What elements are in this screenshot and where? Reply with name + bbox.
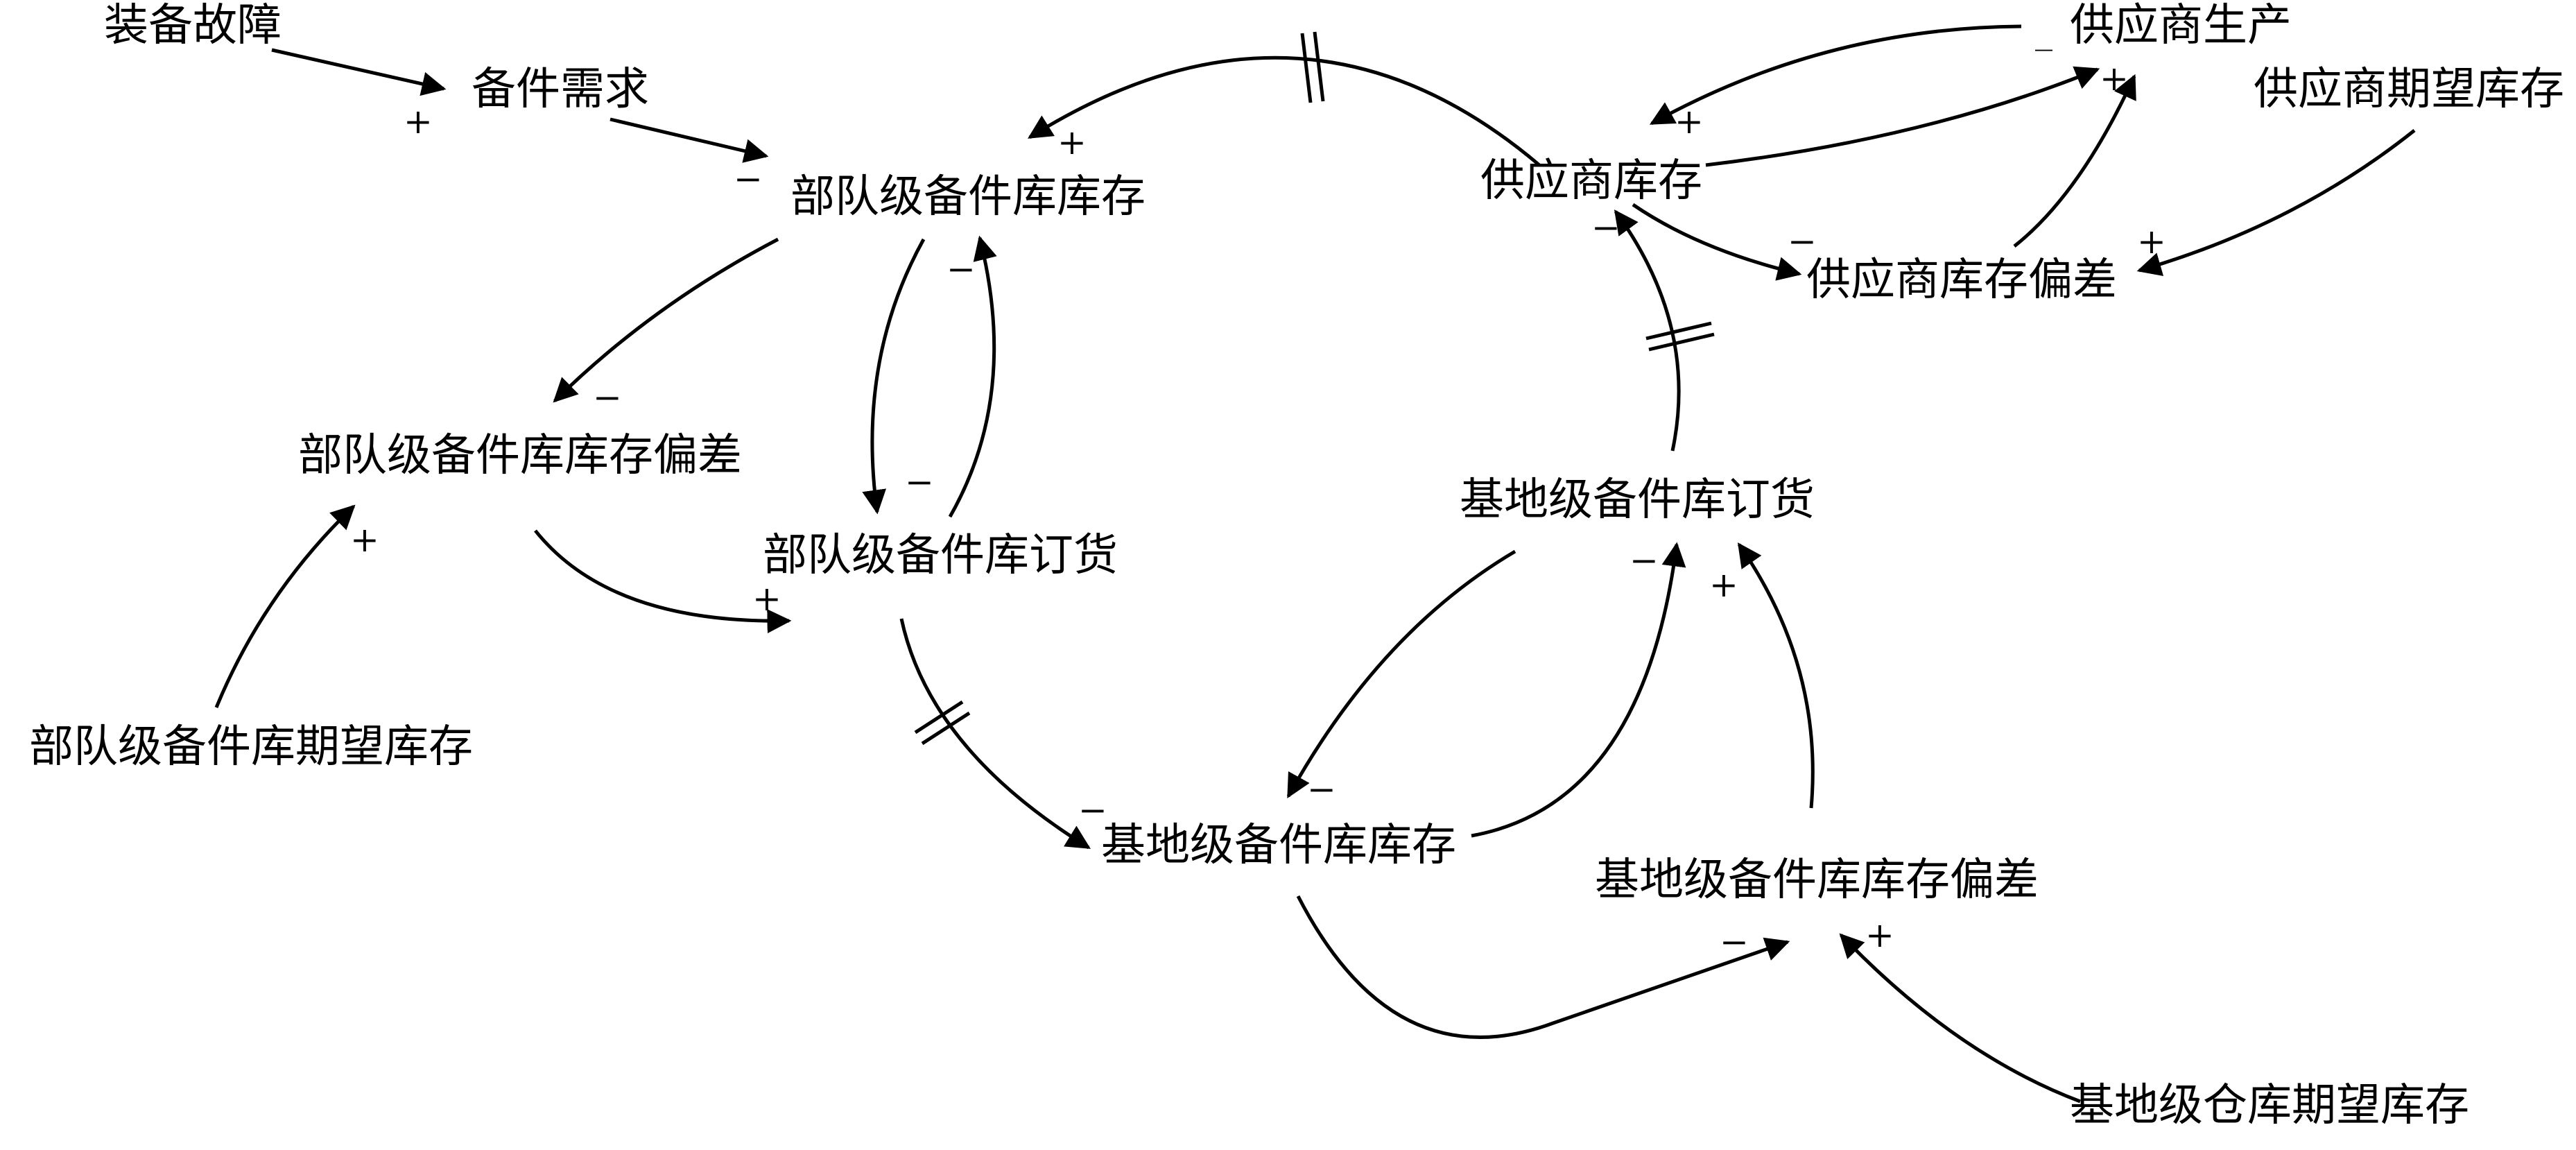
- sign-base-order-to-supplier-inventory: −: [1591, 207, 1620, 248]
- link-base-gap-to-base-order: [1737, 542, 1815, 809]
- link-base-desired-to-base-gap: [1839, 933, 2081, 1104]
- link-unit-inventory-to-unit-order: [862, 238, 926, 515]
- delay-marks: [914, 31, 1715, 746]
- delay-mark-unit-order-to-base: [914, 700, 971, 746]
- node-base-inventory-gap: 基地级备件库库存偏差: [1595, 855, 2039, 906]
- link-unit-inventory-to-unit-gap: [553, 237, 779, 403]
- node-supplier-desired-inventory: 供应商期望库存: [2254, 64, 2564, 115]
- sign-supplier-desired-to-supplier-gap: +: [2137, 221, 2166, 261]
- node-unit-desired-inventory: 部队级备件库期望库存: [29, 721, 473, 773]
- link-supplier-inventory-to-supplier-gap: [1632, 203, 1802, 281]
- sign-supplier-inventory-to-production: _: [2035, 11, 2052, 51]
- link-unit-order-to-base-inventory: [899, 618, 1091, 850]
- sign-supplier-to-unit-inventory: +: [1057, 122, 1087, 162]
- link-base-order-to-supplier-inventory: [1614, 209, 1681, 452]
- link-supplier-inventory-to-unit-inventory: [1028, 55, 1541, 166]
- sign-failure-to-demand: +: [404, 101, 433, 141]
- link-unit-order-to-unit-inventory: [948, 235, 997, 518]
- node-supplier-inventory-gap: 供应商库存偏差: [1806, 255, 2117, 306]
- node-base-desired-inventory: 基地级仓库期望库存: [2070, 1080, 2469, 1131]
- sign-base-inventory-to-base-gap: −: [1720, 922, 1749, 962]
- nodes: 装备故障 备件需求 部队级备件库库存 部队级备件库库存偏差 部队级备件库期望库存…: [29, 0, 2564, 1131]
- link-supplier-desired-to-supplier-gap: [2136, 129, 2416, 277]
- sign-base-gap-to-base-order: +: [1709, 565, 1738, 605]
- sign-base-order-to-base-inventory: −: [1307, 769, 1336, 809]
- links: [214, 24, 2416, 1104]
- link-unit-desired-to-unit-gap: [214, 504, 356, 708]
- delay-mark-supplier-to-unit: [1300, 31, 1325, 103]
- link-demand-to-unit-inventory: [610, 117, 769, 163]
- sign-base-inventory-to-base-order: −: [1630, 540, 1659, 581]
- node-unit-order: 部队级备件库订货: [763, 530, 1118, 581]
- polarity-signs: + − + − − + + − − − − + − + − + _ + − +: [350, 11, 2166, 962]
- link-unit-gap-to-unit-order: [534, 529, 792, 634]
- sign-unit-order-to-unit-inventory: −: [946, 249, 976, 289]
- link-supplier-gap-to-production: [2013, 74, 2136, 248]
- sign-demand-to-unit-inventory: −: [734, 159, 763, 199]
- sign-production-to-supplier-inventory: +: [1675, 101, 1704, 141]
- node-supplier-inventory: 供应商库存: [1480, 155, 1702, 207]
- node-base-inventory: 基地级备件库库存: [1101, 820, 1456, 871]
- sign-unit-desired-to-unit-gap: +: [350, 520, 379, 560]
- link-base-order-to-base-inventory: [1286, 549, 1516, 799]
- node-spare-demand: 备件需求: [472, 64, 649, 115]
- node-supplier-production: 供应商生产: [2070, 0, 2292, 51]
- sign-unit-inventory-to-unit-order: −: [905, 462, 934, 502]
- link-failure-to-demand: [271, 48, 447, 96]
- sign-unit-gap-to-unit-order: +: [752, 578, 781, 619]
- node-base-order: 基地级备件库订货: [1460, 474, 1815, 526]
- sign-supplier-gap-to-production: +: [2100, 58, 2129, 98]
- sign-base-desired-to-base-gap: +: [1865, 915, 1894, 955]
- sign-supplier-inventory-to-supplier-gap: −: [1788, 221, 1817, 261]
- link-production-to-supplier-inventory: [1649, 24, 2022, 126]
- sign-unit-order-to-base-inventory: −: [1078, 790, 1107, 830]
- node-unit-inventory: 部队级备件库库存: [790, 171, 1146, 223]
- link-base-inventory-to-base-gap: [1296, 895, 1790, 1039]
- sign-unit-inventory-to-unit-gap: −: [593, 377, 622, 418]
- node-equipment-failure: 装备故障: [104, 0, 282, 51]
- link-supplier-inventory-to-production: [1705, 66, 2100, 167]
- node-unit-inventory-gap: 部队级备件库库存偏差: [298, 430, 742, 481]
- link-base-inventory-to-base-order: [1471, 542, 1686, 838]
- delay-mark-base-order-to-supplier: [1645, 321, 1715, 352]
